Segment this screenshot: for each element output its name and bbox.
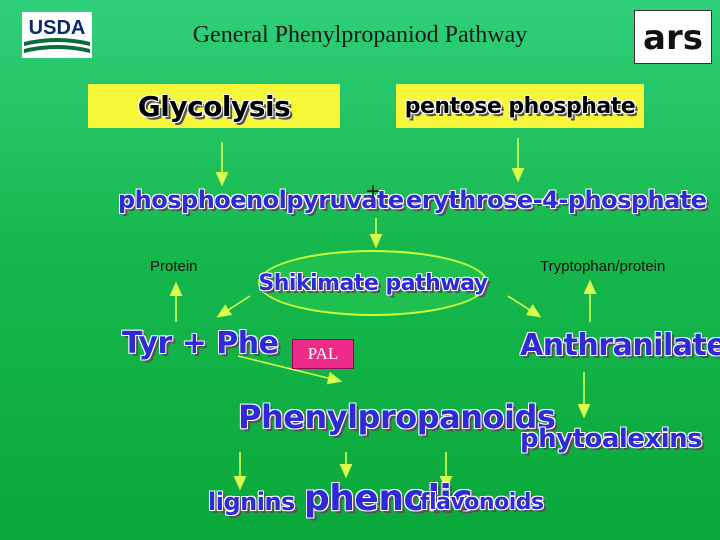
arrow-shik-tyrphe bbox=[216, 295, 251, 318]
pal-box: PAL bbox=[292, 339, 354, 369]
phytoalexins-label: phytoalexins bbox=[520, 424, 703, 454]
usda-logo-text: USDA bbox=[29, 17, 86, 39]
tryptophan-protein-label: Tryptophan/protein bbox=[540, 258, 666, 275]
usda-logo: USDA bbox=[22, 12, 92, 58]
pentose-phosphate-label: pentose phosphate bbox=[404, 93, 636, 119]
anthranilate-label: Anthranilate bbox=[520, 328, 720, 363]
page-title: General Phenylpropaniod Pathway bbox=[192, 22, 528, 48]
plus-sign: + bbox=[366, 178, 381, 205]
pentose-phosphate-box: pentose phosphate bbox=[396, 84, 644, 128]
shikimate-ellipse: Shikimate pathway bbox=[258, 250, 488, 316]
protein-label: Protein bbox=[150, 258, 198, 275]
ars-logo: ars bbox=[634, 10, 712, 64]
phenolic-label: phenolic bbox=[304, 478, 473, 519]
lignins-label: lignins bbox=[208, 488, 295, 516]
glycolysis-box: Glycolysis bbox=[88, 84, 340, 128]
erythrose-4-phosphate-label: erythrose-4-phosphate bbox=[406, 186, 707, 214]
shikimate-label: Shikimate pathway bbox=[258, 270, 488, 296]
flavonoids-label: flavonoids bbox=[420, 490, 544, 515]
arrow-tyrphe-phenylp bbox=[237, 355, 343, 385]
ars-logo-text: ars bbox=[643, 18, 703, 58]
phenylpropanoids-label: Phenylpropanoids bbox=[238, 398, 556, 436]
tyr-phe-label: Tyr + Phe bbox=[122, 326, 279, 361]
glycolysis-label: Glycolysis bbox=[137, 89, 291, 123]
phosphoenolpyruvate-label: phosphoenolpyruvate bbox=[118, 186, 404, 214]
arrow-shik-anth bbox=[507, 295, 542, 318]
